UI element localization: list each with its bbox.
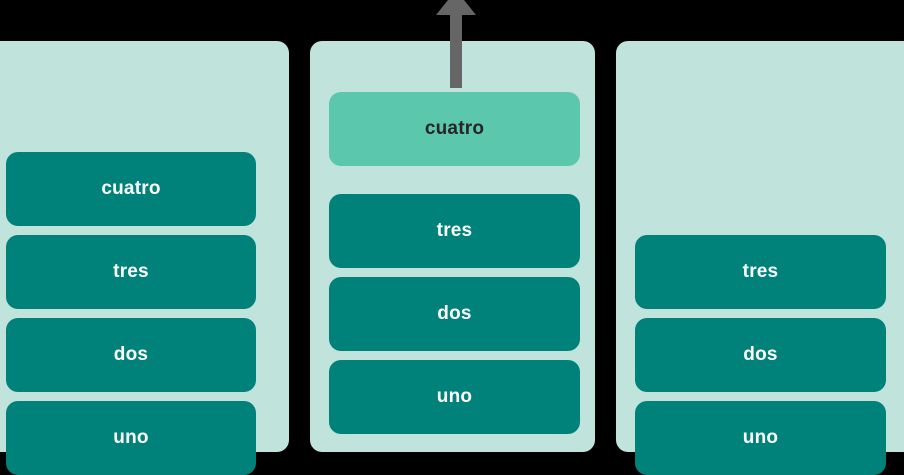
card-dos-col3[interactable]: dos	[635, 318, 886, 392]
card-uno-col1[interactable]: uno	[6, 401, 256, 475]
card-cuatro-col1[interactable]: cuatro	[6, 152, 256, 226]
card-tres-col3[interactable]: tres	[635, 235, 886, 309]
card-cuatro-col2-selected[interactable]: cuatro	[329, 92, 580, 166]
card-uno-col2[interactable]: uno	[329, 360, 580, 434]
card-tres-col2[interactable]: tres	[329, 194, 580, 268]
card-uno-col3[interactable]: uno	[635, 401, 886, 475]
column-3[interactable]: tres dos uno	[616, 41, 904, 475]
card-tres-col1[interactable]: tres	[6, 235, 256, 309]
card-dos-col2[interactable]: dos	[329, 277, 580, 351]
card-dos-col1[interactable]: dos	[6, 318, 256, 392]
column-1[interactable]: cuatro tres dos uno	[0, 41, 289, 475]
